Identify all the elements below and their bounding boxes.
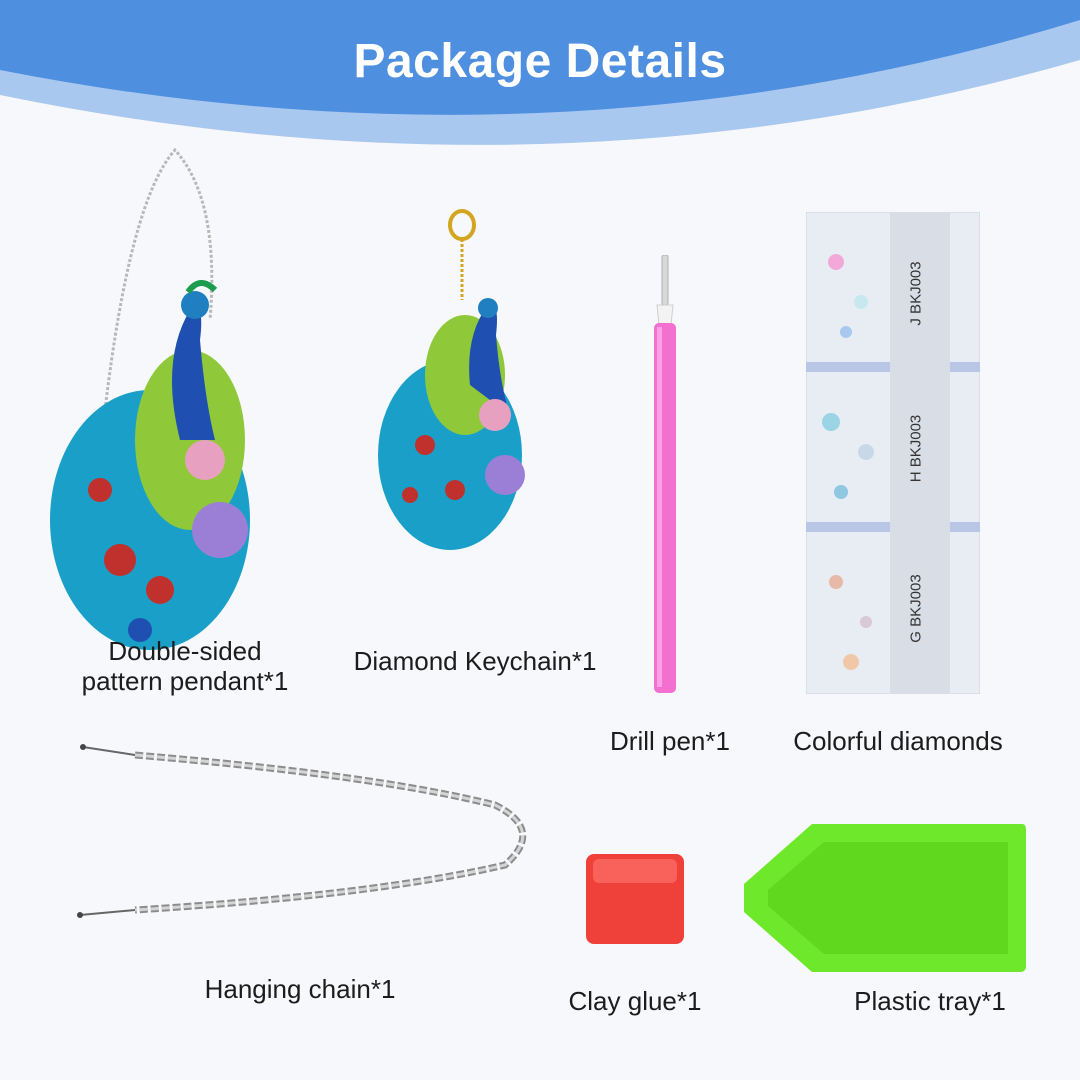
- bag-code: BKJ003: [907, 574, 925, 627]
- bag-letter: J: [907, 318, 925, 326]
- keychain-label: Diamond Keychain*1: [353, 646, 597, 676]
- pendant-label-line1: Double-sided: [108, 636, 262, 666]
- pendant-image: [40, 140, 280, 660]
- clay-glue-image: [585, 853, 685, 945]
- drill-pen-label: Drill pen*1: [610, 726, 730, 756]
- hanging-chain-label: Hanging chain*1: [204, 974, 396, 1004]
- page-title: Package Details: [353, 35, 727, 88]
- bag-code: BKJ003: [907, 414, 925, 468]
- plastic-tray-label: Plastic tray*1: [854, 986, 1006, 1016]
- pendant-label: Double-sided pattern pendant*1: [40, 636, 330, 696]
- header-banner: [0, 0, 1080, 145]
- clay-glue-label: Clay glue*1: [568, 986, 702, 1016]
- diamond-bag-j: J BKJ003: [896, 261, 936, 326]
- diamonds-image: [806, 212, 980, 694]
- plastic-tray-image: [742, 822, 1026, 974]
- pendant-label-line2: pattern pendant*1: [81, 666, 289, 696]
- keychain-image: [370, 205, 540, 555]
- bag-letter: G: [907, 631, 925, 643]
- diamonds-label: Colorful diamonds: [793, 726, 1003, 756]
- diamond-bag-h: H BKJ003: [896, 415, 936, 483]
- drill-pen-image: [645, 255, 685, 695]
- bag-code: BKJ003: [907, 261, 925, 314]
- diamond-bag-g: G BKJ003: [896, 574, 936, 643]
- bag-letter: H: [907, 471, 925, 483]
- hanging-chain-image: [75, 735, 535, 925]
